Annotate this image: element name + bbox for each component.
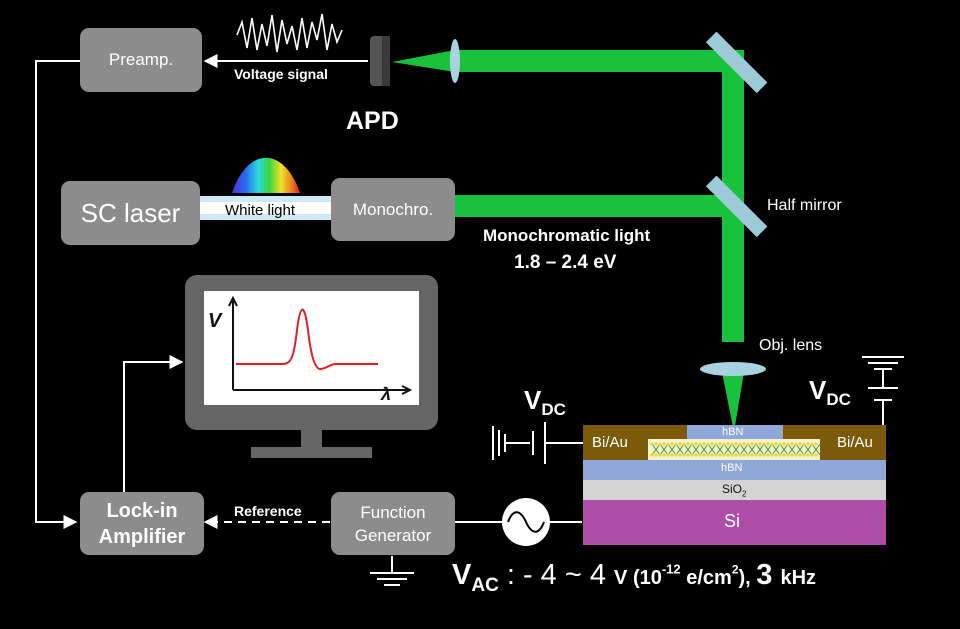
sc-laser-label: SC laser xyxy=(80,197,181,228)
spectrum-peak-line xyxy=(236,308,378,370)
right-contact-label: Bi/Au xyxy=(837,434,873,451)
preamp-block[interactable]: Preamp. xyxy=(80,28,202,92)
energy-range-label: 1.8 – 2.4 eV xyxy=(514,252,617,273)
lattice-layer xyxy=(648,439,820,460)
top-hbn-label: hBN xyxy=(722,426,744,438)
monochromator-block[interactable]: Monochro. xyxy=(331,178,455,241)
sio2-label: SiO2 xyxy=(722,482,747,499)
right-ground-icon xyxy=(862,356,904,388)
sio2-layer xyxy=(583,480,886,500)
si-layer xyxy=(583,500,886,545)
monochromatic-beam xyxy=(452,195,742,217)
apd-lens xyxy=(450,39,460,83)
voltage-signal-waveform xyxy=(236,13,343,53)
reference-label: Reference xyxy=(234,503,302,519)
si-label: Si xyxy=(724,511,741,531)
focused-beam-apd xyxy=(392,50,455,72)
apd-label: APD xyxy=(346,107,399,135)
left-ground-icon xyxy=(492,426,518,460)
half-mirror-label: Half mirror xyxy=(767,197,842,214)
bottom-hbn-layer xyxy=(583,460,886,480)
function-label-line1: Function xyxy=(360,502,426,522)
function-generator-block[interactable]: Function Generator xyxy=(331,492,455,555)
white-light-label: White light xyxy=(225,202,296,219)
monitor-icon xyxy=(185,275,438,458)
lockin-label-line1: Lock-in xyxy=(106,499,178,522)
function-label-line2: Generator xyxy=(354,525,432,545)
monochromatic-light-label: Monochromatic light xyxy=(483,226,651,245)
monitor-x-axis-label: λ xyxy=(381,384,392,404)
lockin-to-monitor-wire xyxy=(123,355,184,492)
voltage-signal-label: Voltage signal xyxy=(234,66,328,82)
apd-detector xyxy=(370,36,390,86)
lattice-pattern xyxy=(650,442,821,457)
device-stack xyxy=(583,425,886,545)
return-beam xyxy=(455,50,742,72)
spectrum-plot xyxy=(228,295,413,395)
top-hbn-layer xyxy=(687,425,783,439)
left-dc-battery-icon xyxy=(518,422,583,464)
lockin-label-line2: Amplifier xyxy=(98,525,186,548)
left-contact-label: Bi/Au xyxy=(592,434,628,451)
half-mirror xyxy=(705,175,768,238)
bottom-hbn-label: hBN xyxy=(721,462,743,474)
focused-beam-sample xyxy=(722,372,744,432)
obj-lens-label: Obj. lens xyxy=(759,337,823,354)
signal-wires xyxy=(35,54,582,573)
ground-symbol-icon xyxy=(370,572,414,586)
objective-lens xyxy=(700,362,766,376)
right-vdc-label: VDC xyxy=(809,375,851,410)
monitor-y-axis-label: V xyxy=(208,310,222,332)
preamp-to-lockin-wire xyxy=(35,60,80,529)
right-dc-battery-icon xyxy=(868,387,898,428)
lockin-amplifier-block[interactable]: Lock-in Amplifier xyxy=(80,492,204,555)
sc-laser-block[interactable]: SC laser xyxy=(61,181,200,245)
top-mirror xyxy=(705,31,768,94)
vac-label: VAC : - 4 ~ 4 V (10-12 e/cm2), 3 kHz xyxy=(452,559,817,596)
laser-beam-path xyxy=(392,50,744,432)
monochromator-label: Monochro. xyxy=(352,199,434,219)
spectrum-rainbow xyxy=(232,157,300,193)
preamp-label: Preamp. xyxy=(108,50,174,69)
left-vdc-label: VDC xyxy=(524,385,566,420)
